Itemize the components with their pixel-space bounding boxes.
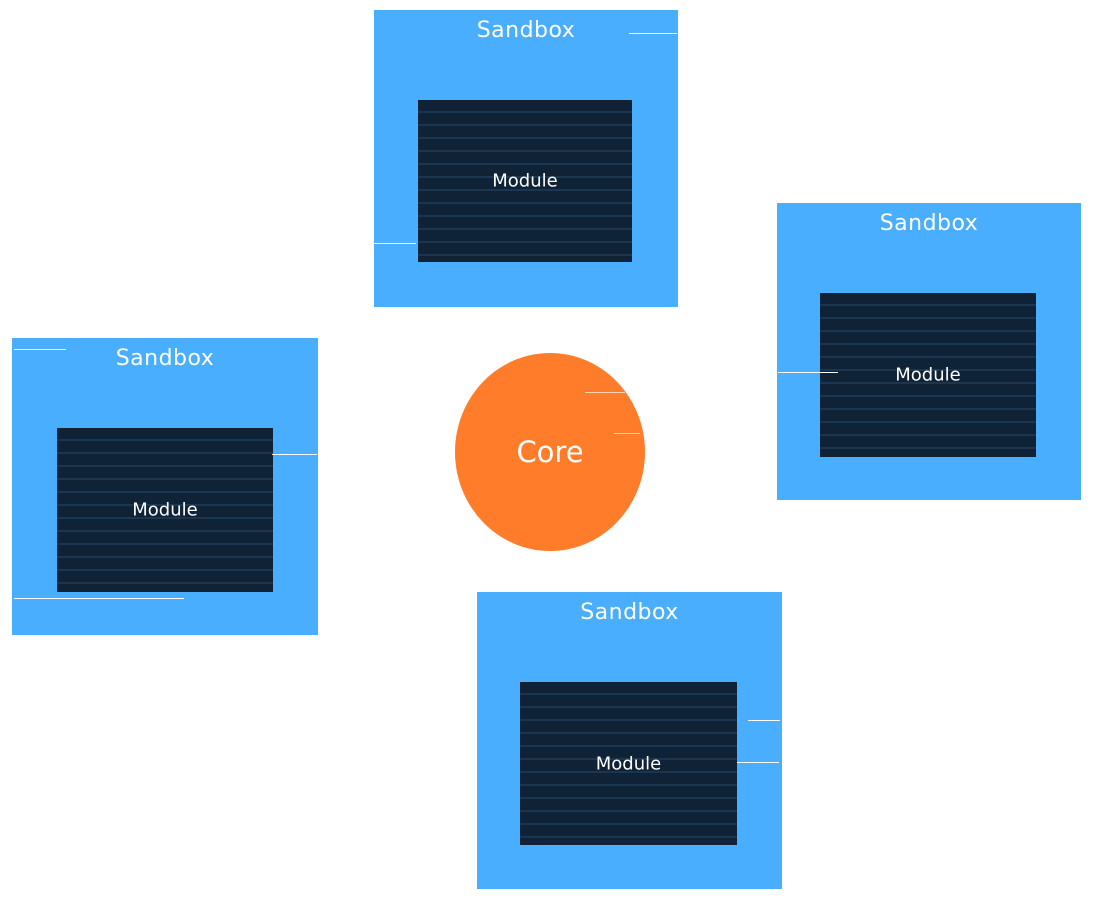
module-box: Module bbox=[418, 100, 632, 262]
module-box: Module bbox=[520, 682, 737, 845]
sandbox-title: Sandbox bbox=[879, 211, 979, 236]
sandbox-title: Sandbox bbox=[476, 18, 576, 43]
module-box: Module bbox=[57, 428, 273, 592]
module-label: Module bbox=[132, 499, 198, 521]
module-box: Module bbox=[820, 293, 1036, 457]
sandbox-title: Sandbox bbox=[115, 346, 215, 371]
module-label: Module bbox=[595, 753, 662, 774]
core-circle: Core bbox=[455, 353, 645, 551]
sandbox-left: Sandbox Module bbox=[12, 338, 318, 635]
sandbox-title: Sandbox bbox=[580, 600, 679, 625]
module-label: Module bbox=[895, 364, 961, 386]
sandbox-right: Sandbox Module bbox=[777, 203, 1081, 500]
sandbox-bottom: Sandbox Module bbox=[477, 592, 782, 889]
module-label: Module bbox=[492, 170, 558, 192]
core-label: Core bbox=[516, 435, 584, 469]
sandbox-top: Sandbox Module bbox=[374, 10, 678, 307]
